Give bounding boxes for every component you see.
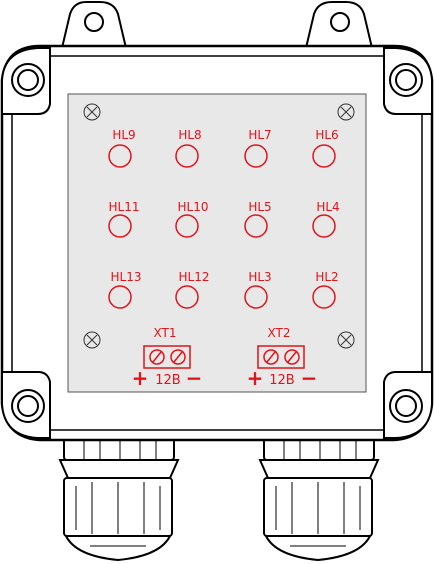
indicator-label: HL5 <box>248 200 271 214</box>
slotted-screw-icon <box>263 349 279 365</box>
indicator-row-2: HL11 HL10 HL5 HL4 <box>108 200 340 238</box>
indicator-label: HL11 <box>109 200 140 214</box>
indicator-label: HL10 <box>178 200 209 214</box>
indicator-lamp <box>244 144 268 168</box>
indicator-lamp <box>108 214 132 238</box>
indicator-label: HL2 <box>315 270 338 284</box>
slotted-screw-icon <box>284 349 300 365</box>
indicator-row-1: HL9 HL8 HL7 HL6 <box>108 128 339 168</box>
corner-lug-top-left <box>1 47 51 115</box>
indicator-lamp <box>108 144 132 168</box>
polarity-plus: + <box>132 366 149 390</box>
polarity-minus: − <box>186 366 203 390</box>
indicator-lamp <box>175 285 199 309</box>
corner-lug-bottom-left <box>1 371 51 439</box>
screw-cross-icon <box>83 103 101 121</box>
slotted-screw-icon <box>170 349 186 365</box>
corner-lug-top-right <box>383 47 433 115</box>
terminal-block-xt2: XT2 + 12В − <box>247 326 318 390</box>
indicator-row-3: HL13 HL12 HL3 HL2 <box>108 270 339 309</box>
indicator-label: HL12 <box>179 270 210 284</box>
mounting-ear-left <box>60 0 128 49</box>
indicator-lamp <box>312 144 336 168</box>
indicator-lamp <box>175 144 199 168</box>
mounting-ear-right <box>304 0 374 49</box>
voltage-label: 12В <box>155 373 180 388</box>
indicator-lamp <box>175 214 199 238</box>
cable-gland-left <box>58 431 180 562</box>
indicator-lamp <box>312 214 336 238</box>
indicator-label: HL8 <box>178 128 201 142</box>
indicator-label: HL9 <box>112 128 135 142</box>
indicator-lamp <box>244 285 268 309</box>
screw-cross-icon <box>83 331 101 349</box>
indicator-label: HL3 <box>248 270 271 284</box>
screw-cross-icon <box>337 103 355 121</box>
terminal-label: XT2 <box>268 326 291 340</box>
terminal-block-xt1: XT1 + 12В − <box>132 326 203 390</box>
cable-gland-right <box>258 431 380 562</box>
polarity-plus: + <box>247 366 264 390</box>
indicator-label: HL4 <box>316 200 339 214</box>
polarity-minus: − <box>301 366 318 390</box>
indicator-label: HL13 <box>111 270 142 284</box>
indicator-label: HL6 <box>315 128 338 142</box>
terminal-label: XT1 <box>154 326 177 340</box>
screw-cross-icon <box>337 331 355 349</box>
indicator-lamp <box>312 285 336 309</box>
indicator-lamp <box>244 214 268 238</box>
indicator-lamp <box>108 285 132 309</box>
corner-lug-bottom-right <box>383 371 433 439</box>
voltage-label: 12В <box>269 373 294 388</box>
slotted-screw-icon <box>149 349 165 365</box>
front-panel <box>67 93 367 393</box>
indicator-label: HL7 <box>248 128 271 142</box>
